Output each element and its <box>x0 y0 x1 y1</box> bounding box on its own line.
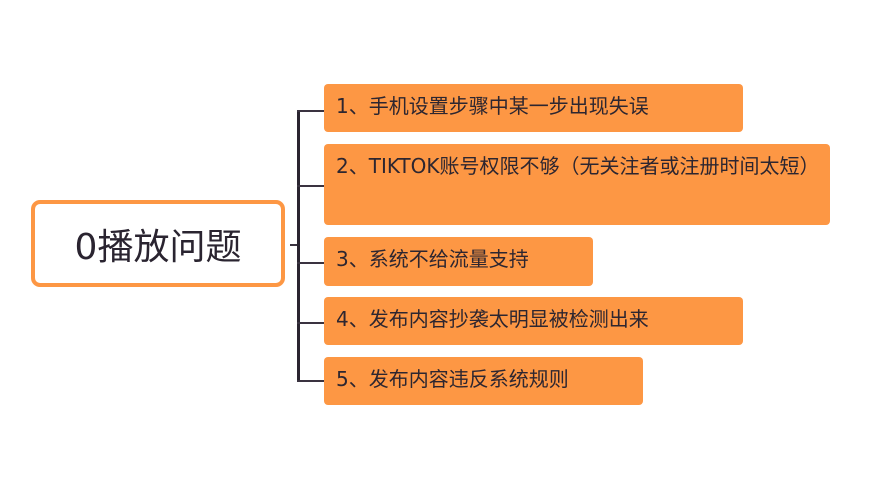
subtopic-1-label: 1、手机设置步骤中某一步出现失误 <box>336 94 649 118</box>
branch-line-3 <box>297 262 324 264</box>
subtopic-1[interactable]: 1、手机设置步骤中某一步出现失误 <box>324 84 743 132</box>
root-connector-line <box>290 244 298 246</box>
subtopic-2[interactable]: 2、TIKTOK账号权限不够（无关注者或注册时间太短） <box>324 144 830 225</box>
subtopic-3-label: 3、系统不给流量支持 <box>336 247 529 271</box>
subtopic-5[interactable]: 5、发布内容违反系统规则 <box>324 357 643 405</box>
subtopic-3[interactable]: 3、系统不给流量支持 <box>324 237 593 286</box>
branch-bracket-line <box>297 111 300 381</box>
branch-line-5 <box>297 380 324 382</box>
subtopic-2-label: 2、TIKTOK账号权限不够（无关注者或注册时间太短） <box>336 154 820 178</box>
branch-line-2 <box>297 185 324 187</box>
root-topic[interactable]: 0播放问题 <box>31 200 285 287</box>
root-topic-label: 0播放问题 <box>74 226 242 268</box>
subtopic-4-label: 4、发布内容抄袭太明显被检测出来 <box>336 307 649 331</box>
subtopic-5-label: 5、发布内容违反系统规则 <box>336 367 569 391</box>
branch-line-1 <box>297 110 324 112</box>
subtopic-4[interactable]: 4、发布内容抄袭太明显被检测出来 <box>324 297 743 345</box>
branch-line-4 <box>297 322 324 324</box>
